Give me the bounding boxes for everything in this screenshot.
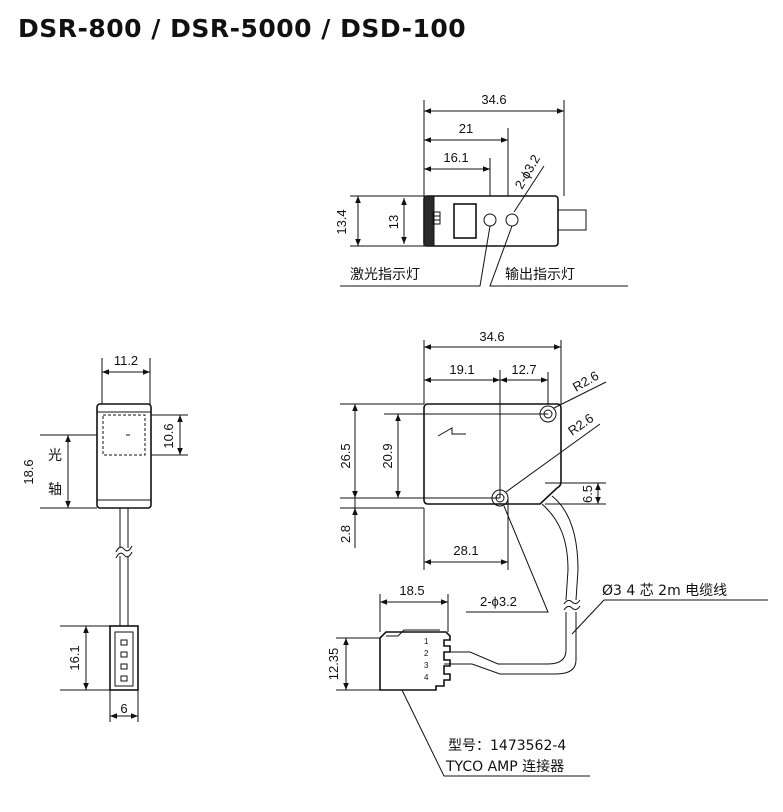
output-indicator-led xyxy=(505,213,519,227)
dim-height: 13.4 xyxy=(334,209,349,234)
dim-r2: R2.6 xyxy=(565,410,596,438)
page-title: DSR-800 / DSR-5000 / DSD-100 xyxy=(18,14,467,43)
pin-4: 4 xyxy=(424,673,429,682)
dim-front-length: 34.6 xyxy=(479,329,504,344)
front-view: 34.6 19.1 12.7 R2.6 R2.6 26.5 20.9 2.8 6… xyxy=(338,329,768,675)
dim-6-5: 6.5 xyxy=(580,485,595,503)
dim-12-35: 12.35 xyxy=(326,648,341,681)
connector-view: 18.5 1 2 3 4 12.35 型号：1473562-4 TYCO AMP… xyxy=(326,583,590,777)
dim-hole: 2-ϕ3.2 xyxy=(512,152,543,191)
hole-leader xyxy=(513,165,545,213)
dim-20-9: 20.9 xyxy=(380,443,395,468)
dim-width: 11.2 xyxy=(114,353,138,368)
cable-label: Ø3 4 芯 2m 电缆线 xyxy=(602,583,727,599)
dim-front-hole: 2-ϕ3.2 xyxy=(480,594,517,609)
dim-16-1-side: 16.1 xyxy=(67,645,82,670)
sensor-body-side xyxy=(96,403,152,509)
pin-1: 1 xyxy=(424,637,429,646)
cable-stub xyxy=(557,209,587,231)
top-view: 34.6 21 16.1 2-ϕ3.2 13.4 13 激光指示灯 输出指示灯 xyxy=(334,92,628,287)
connector-body xyxy=(379,631,451,691)
dim-21: 21 xyxy=(459,121,473,136)
laser-indicator-label: 激光指示灯 xyxy=(350,266,420,283)
connector-type: TYCO AMP 连接器 xyxy=(445,758,564,775)
lens-window xyxy=(453,203,477,239)
dim-13: 13 xyxy=(386,215,401,229)
sensor-body-top xyxy=(423,195,559,247)
output-indicator-label: 输出指示灯 xyxy=(505,267,575,283)
dim-12-7: 12.7 xyxy=(511,362,536,377)
optical-axis-label-2: 轴 xyxy=(48,482,62,498)
side-lens xyxy=(102,414,146,456)
pin-2: 2 xyxy=(424,649,429,658)
dim-28-1: 28.1 xyxy=(453,543,478,558)
dim-18-5: 18.5 xyxy=(399,583,424,598)
dim-19-1: 19.1 xyxy=(449,362,474,377)
dim-18-6: 18.6 xyxy=(21,459,36,484)
dim-6: 6 xyxy=(120,701,127,716)
dim-length: 34.6 xyxy=(481,92,506,107)
sensor-body-front xyxy=(423,403,562,505)
side-connector xyxy=(109,625,139,691)
optical-axis-label-1: 光 xyxy=(48,448,62,464)
pin-3: 3 xyxy=(424,661,429,670)
dim-10-6: 10.6 xyxy=(161,423,176,448)
dim-2-8: 2.8 xyxy=(338,525,353,543)
laser-indicator-led xyxy=(483,213,497,227)
dim-16-1: 16.1 xyxy=(443,150,468,165)
dim-26-5: 26.5 xyxy=(338,443,353,468)
connector-model: 型号：1473562-4 xyxy=(448,738,566,754)
dim-r1: R2.6 xyxy=(570,368,601,395)
side-view: 11.2 10.6 18.6 光 轴 1 xyxy=(21,353,188,722)
